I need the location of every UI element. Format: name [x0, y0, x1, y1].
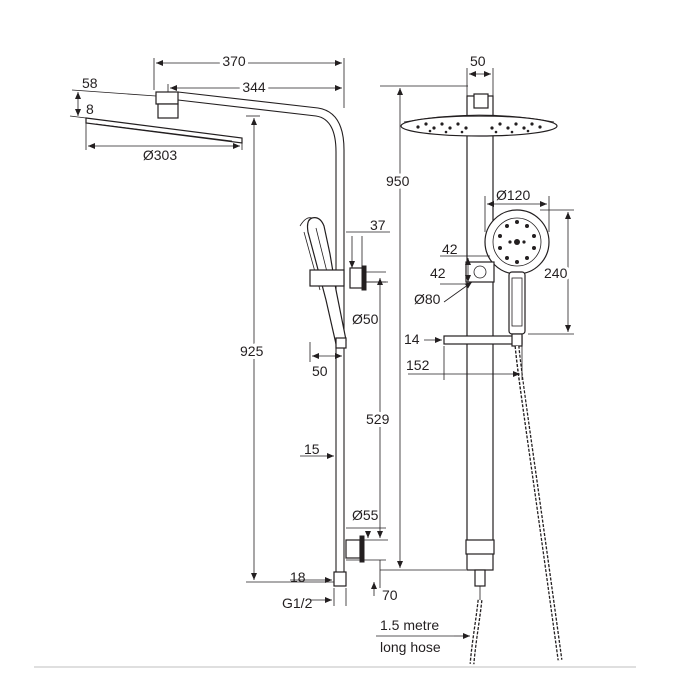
front-riser-rail — [466, 95, 494, 571]
dim-303: Ø303 — [143, 147, 177, 163]
dim-50-width: 50 — [312, 363, 328, 379]
dim-42-a: 42 — [442, 241, 458, 257]
dim-15: 15 — [304, 441, 320, 457]
front-shower-head-top — [403, 114, 555, 123]
side-riser-rail-outer — [177, 91, 345, 580]
side-arm-connector — [155, 91, 179, 105]
front-dimensions: 50 950 Ø120 240 42 42 Ø80 14 152 — [376, 53, 574, 655]
dim-70: 70 — [382, 587, 398, 603]
side-dimensions: 370 344 58 8 Ø303 37 Ø50 50 925 — [69, 50, 398, 611]
dim-950: 950 — [386, 173, 410, 189]
dim-152: 152 — [406, 357, 430, 373]
side-bottom-bracket — [345, 539, 361, 559]
front-bottom-bracket — [465, 539, 495, 555]
dim-240: 240 — [544, 265, 568, 281]
dim-42-b: 42 — [430, 265, 446, 281]
front-view — [400, 93, 563, 665]
side-hose-connector — [335, 337, 347, 349]
dim-120: Ø120 — [496, 187, 530, 203]
side-slide-bracket — [309, 269, 345, 287]
dim-50-top: 50 — [470, 53, 486, 69]
dim-925: 925 — [240, 343, 264, 359]
front-slide-bracket — [465, 261, 495, 283]
dim-50-dia: Ø50 — [352, 311, 379, 327]
dim-55: Ø55 — [352, 507, 379, 523]
front-inlet — [474, 569, 486, 587]
side-bottom-bracket-plate — [359, 535, 365, 563]
side-wall-bracket-plate — [361, 265, 367, 291]
front-soap-shelf — [443, 335, 523, 345]
dim-344: 344 — [242, 79, 266, 95]
front-hand-shower-handle — [508, 271, 526, 335]
front-arm-connector — [473, 93, 489, 109]
hose-note-line2: long hose — [380, 639, 441, 655]
hose-note-line1: 1.5 metre — [380, 617, 439, 633]
dim-37: 37 — [370, 217, 386, 233]
side-riser-rail-inner — [177, 99, 337, 580]
side-inlet-elbow — [333, 571, 347, 587]
side-hand-shower-face — [299, 217, 313, 227]
dim-370: 370 — [222, 53, 246, 69]
side-shower-head-mount — [157, 103, 179, 119]
dim-8: 8 — [86, 101, 94, 117]
front-hose-connector — [511, 333, 523, 347]
dim-58: 58 — [82, 75, 98, 91]
front-hand-shower-nozzles — [498, 220, 536, 264]
side-view — [85, 91, 367, 587]
dim-g12: G1/2 — [282, 595, 313, 611]
dim-18: 18 — [290, 569, 306, 585]
front-shower-head-nozzles — [416, 122, 542, 134]
dim-80: Ø80 — [414, 291, 441, 307]
dim-529: 529 — [366, 411, 390, 427]
side-shower-head-detail — [95, 123, 233, 142]
dim-14: 14 — [404, 331, 420, 347]
